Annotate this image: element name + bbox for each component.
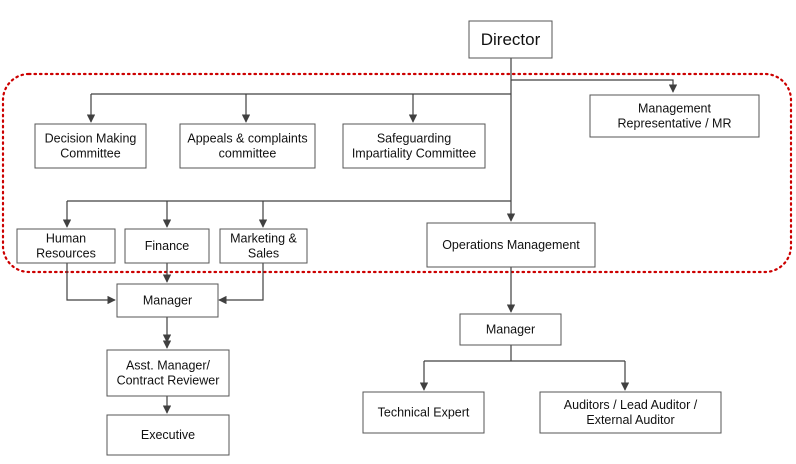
box-label: Decision Making [45,132,137,146]
box-frame [179,123,316,169]
box-frame [459,313,562,346]
box-frame [589,94,760,138]
box-label: Safeguarding [377,132,451,146]
finance-box: Finance [124,228,210,264]
box-label: Executive [141,428,195,442]
box-label: Asst. Manager/ [126,359,211,373]
box-label: Contract Reviewer [117,374,220,388]
box-frame [16,228,116,264]
manager-left-box: Manager [116,283,219,318]
operations-management-box: Operations Management [426,222,596,268]
box-frame [106,349,230,397]
box-label: Sales [248,247,279,261]
box-label: Resources [36,247,96,261]
box-frame [219,228,308,264]
box-label: Human [46,232,86,246]
box-label: Director [481,30,541,49]
box-label: Technical Expert [378,406,470,420]
box-frame [468,20,553,59]
asst-manager-contract-reviewer-box: Asst. Manager/Contract Reviewer [106,349,230,397]
box-label: Marketing & [230,232,297,246]
connector [511,79,678,93]
box-label: Committee [60,147,120,161]
director-box: Director [468,20,553,59]
box-label: Management [638,102,711,116]
box-frame [342,123,486,169]
connector [66,263,116,305]
marketing-sales-box: Marketing &Sales [219,228,308,264]
box-label: committee [219,147,277,161]
box-label: Auditors / Lead Auditor / [564,398,698,412]
box-frame [116,283,219,318]
auditors-box: Auditors / Lead Auditor /External Audito… [539,391,722,434]
box-label: Appeals & complaints [187,132,307,146]
box-frame [362,391,485,434]
box-frame [106,414,230,456]
box-frame [124,228,210,264]
manager-right-box: Manager [459,313,562,346]
executive-box: Executive [106,414,230,456]
box-frame [539,391,722,434]
box-label: Finance [145,239,190,253]
box-label: Impartiality Committee [352,147,476,161]
technical-expert-box: Technical Expert [362,391,485,434]
connector [218,263,264,305]
box-frame [34,123,147,169]
box-label: Representative / MR [618,117,732,131]
box-frame [426,222,596,268]
box-label: Operations Management [442,238,580,252]
dotted-boundary [1,72,793,274]
box-label: External Auditor [586,413,674,427]
box-label: Manager [486,323,535,337]
connectors [62,58,678,414]
box-label: Manager [143,294,192,308]
